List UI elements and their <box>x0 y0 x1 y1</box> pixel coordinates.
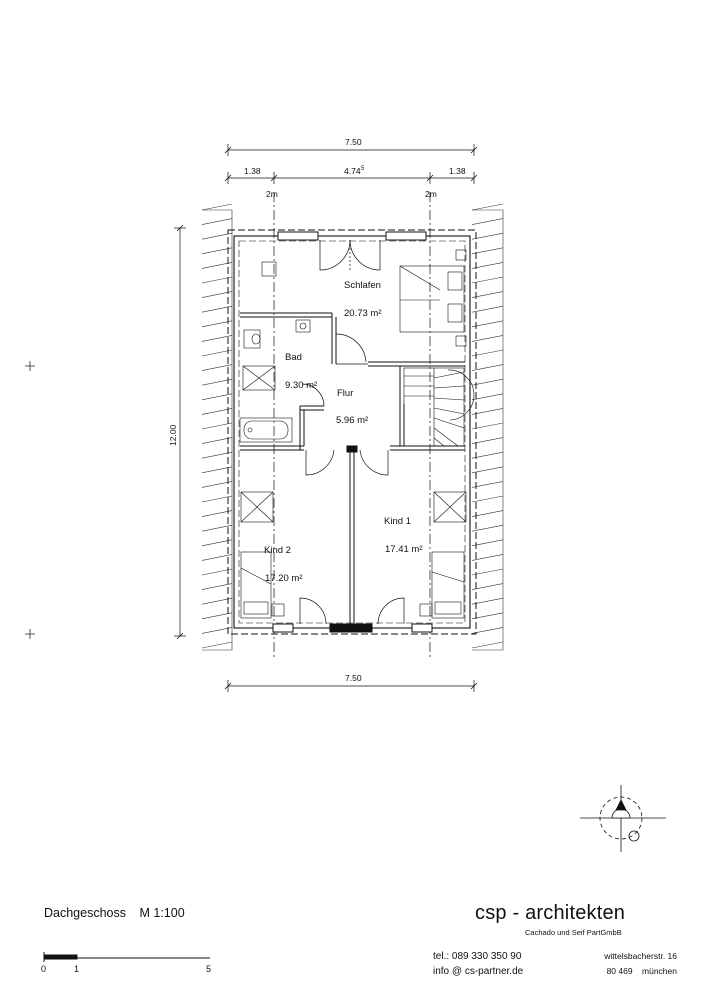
room-kind2-name: Kind 2 <box>264 545 291 556</box>
marker-2m-right: 2m <box>425 189 437 199</box>
two-meter-lines <box>273 192 431 660</box>
room-flur-area: 5.96 m² <box>336 415 368 426</box>
dim-top-middle-sup: 5 <box>361 166 365 172</box>
firm-email: info @ cs-partner.de <box>433 966 524 977</box>
firm-subtitle: Cachado und Seif PartGmbB <box>525 928 622 937</box>
room-schlafen-area: 20.73 m² <box>344 308 382 319</box>
room-bad-area: 9.30 m² <box>285 380 317 391</box>
dimension-top <box>224 144 478 184</box>
roof-left <box>201 203 233 651</box>
marker-2m-left: 2m <box>266 189 278 199</box>
scale-label-1: 1 <box>74 964 80 974</box>
firm-name: csp - architekten <box>475 902 626 924</box>
dim-top-right: 1.38 <box>449 166 466 176</box>
firm-street: wittelsbacherstr. 16 <box>604 951 677 961</box>
windows <box>272 231 433 633</box>
staircase <box>403 367 475 447</box>
dim-bottom-total: 7.50 <box>345 673 362 683</box>
firm-address: wittelsbacherstr. 16 80 469 münchen <box>604 949 677 979</box>
firm-contact: tel.: 089 330 350 90 info @ cs-partner.d… <box>433 949 523 979</box>
sheet-name: Dachgeschoss <box>44 906 126 920</box>
room-flur-name: Flur <box>337 388 353 399</box>
dim-top-middle: 4.74 <box>344 166 361 176</box>
dimension-bottom <box>224 680 478 692</box>
firm-city: 80 469 münchen <box>606 966 677 976</box>
crosshair-icon <box>25 361 35 639</box>
scale-bar <box>43 952 210 962</box>
dim-top-left: 1.38 <box>244 166 261 176</box>
dimension-side <box>174 224 186 640</box>
scale-label-5: 5 <box>206 964 212 974</box>
north-arrow-icon <box>580 785 666 852</box>
room-kind1-name: Kind 1 <box>384 516 411 527</box>
dim-side: 12.00 <box>168 424 178 446</box>
scale-label-0: 0 <box>41 964 47 974</box>
furniture <box>239 249 467 619</box>
room-bad-name: Bad <box>285 352 302 363</box>
dim-top-total: 7.50 <box>345 137 362 147</box>
room-kind2-area: 17.20 m² <box>265 573 303 584</box>
room-schlafen-name: Schlafen <box>344 280 381 291</box>
sheet-scale: M 1:100 <box>139 906 185 920</box>
sheet-title: Dachgeschoss M 1:100 <box>44 906 195 920</box>
room-kind1-area: 17.41 m² <box>385 544 423 555</box>
roof-right <box>471 203 504 651</box>
doors <box>299 239 405 625</box>
firm-tel: tel.: 089 330 350 90 <box>433 951 522 962</box>
